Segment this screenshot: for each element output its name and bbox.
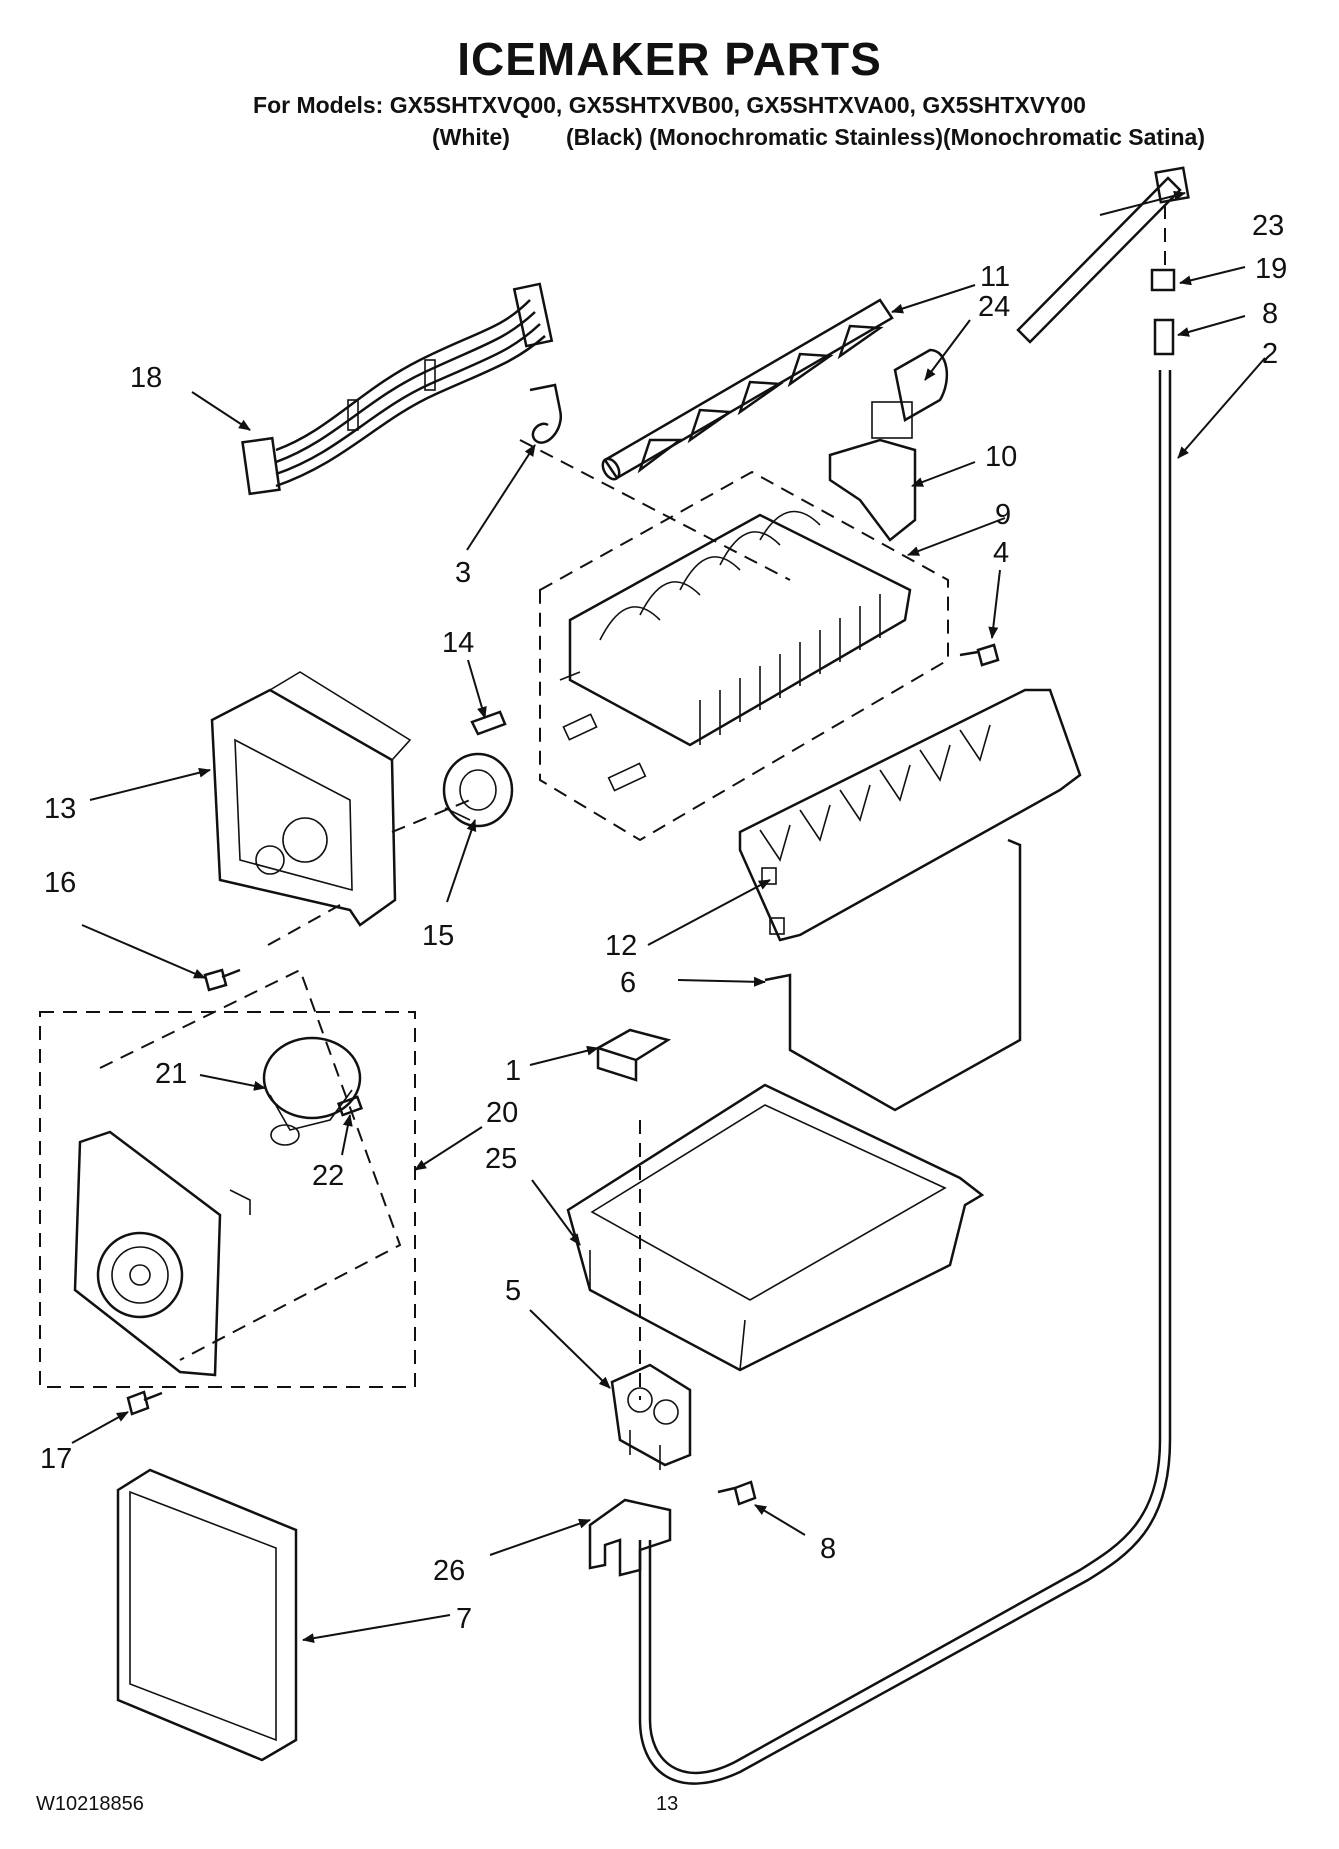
callout-labels: 23 19 8 2 11 24 10 9 4 18 3 14 13 15 16 …: [40, 210, 1287, 1635]
control-module-drawing: [73, 1130, 251, 1377]
screw-4-drawing: [959, 643, 1000, 667]
callout-21: 21: [155, 1058, 187, 1090]
callout-11: 11: [980, 261, 1010, 293]
leader-lines: [71, 190, 1266, 1644]
ice-mold-drawing: [559, 510, 912, 792]
shutoff-arm-drawing: [764, 838, 1022, 1112]
callout-24: 24: [978, 291, 1010, 323]
fill-cup-drawing: [828, 438, 917, 542]
callout-19: 19: [1255, 253, 1287, 285]
fill-tube-drawing: [638, 166, 1190, 1785]
variant-white: (White): [432, 124, 510, 150]
screw-17-drawing: [126, 1390, 163, 1416]
callout-10: 10: [985, 441, 1017, 473]
callout-13: 13: [44, 793, 76, 825]
ice-bin-drawing: [566, 1083, 985, 1372]
callout-23: 23: [1252, 210, 1284, 242]
motor-module-outline: [39, 1011, 416, 1388]
callout-16: 16: [44, 867, 76, 899]
motor-drawing: [262, 1036, 364, 1146]
callout-8-lower: 8: [820, 1533, 836, 1565]
callout-22: 22: [312, 1160, 344, 1192]
callout-7: 7: [456, 1603, 472, 1635]
control-housing-drawing: [210, 671, 412, 927]
models-line: For Models: GX5SHTXVQ00, GX5SHTXVB00, GX…: [253, 92, 1086, 118]
cam-drawing: [893, 348, 948, 422]
callout-2: 2: [1262, 338, 1278, 370]
wire-harness-drawing: [241, 282, 554, 496]
callout-20: 20: [486, 1097, 518, 1129]
cover-drawing: [116, 1468, 298, 1762]
variant-others: (Black) (Monochromatic Stainless)(Monoch…: [566, 124, 1205, 150]
thermostat-drawing: [442, 752, 514, 828]
callout-9: 9: [995, 499, 1011, 531]
screw-16-drawing: [203, 968, 241, 992]
callout-25: 25: [485, 1143, 517, 1175]
callout-3: 3: [455, 557, 471, 589]
callout-18: 18: [130, 362, 162, 394]
clip-drawing: [529, 383, 563, 444]
callout-26: 26: [433, 1555, 465, 1587]
clip-1-drawing: [594, 1028, 672, 1082]
motor-module-inner-outline: [99, 968, 402, 1361]
callout-15: 15: [422, 920, 454, 952]
callout-8-upper: 8: [1262, 298, 1278, 330]
screw-8-lower-drawing: [717, 1480, 757, 1506]
callout-12: 12: [605, 930, 637, 962]
bracket-14-drawing: [470, 710, 507, 736]
callout-5: 5: [505, 1275, 521, 1307]
water-valve-drawing: [610, 1363, 692, 1470]
ejector-shaft-drawing: [601, 298, 894, 481]
valve-bracket-drawing: [588, 1498, 672, 1577]
page-number: 13: [656, 1793, 679, 1815]
page-title: ICEMAKER PARTS: [457, 33, 882, 85]
callout-4: 4: [993, 537, 1009, 569]
callout-6: 6: [620, 967, 636, 999]
ice-stripper-drawing: [738, 688, 1082, 942]
document-number: W10218856: [36, 1793, 144, 1815]
mold-assembly-outline: [539, 470, 949, 842]
callout-17: 17: [40, 1443, 72, 1475]
callout-14: 14: [442, 627, 474, 659]
callout-1: 1: [505, 1055, 521, 1087]
